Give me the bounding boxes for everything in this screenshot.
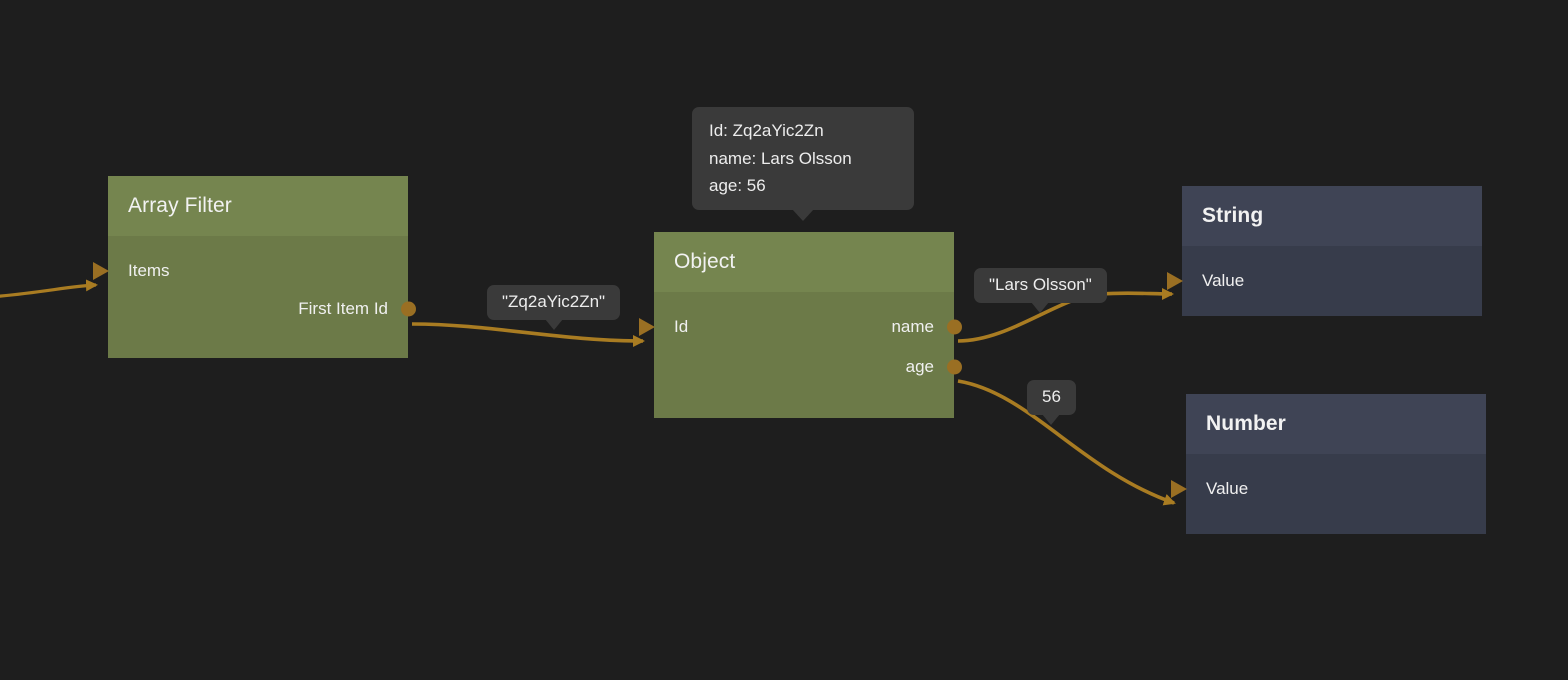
edge-incoming-items xyxy=(0,279,98,298)
node-number[interactable]: Number Value xyxy=(1171,394,1486,534)
input-port-icon[interactable] xyxy=(1167,272,1183,290)
node-array-filter[interactable]: Array Filter Items First Item Id xyxy=(93,176,416,358)
input-port-icon[interactable] xyxy=(1171,480,1187,498)
port-row-first-item-id[interactable]: First Item Id xyxy=(108,290,416,328)
node-title-object: Object xyxy=(654,232,954,292)
port-row-items[interactable]: Items xyxy=(93,252,408,290)
port-row-name[interactable]: name xyxy=(654,308,962,346)
port-label-first-item-id: First Item Id xyxy=(298,299,388,318)
port-row-age[interactable]: age xyxy=(654,348,962,386)
input-port-icon[interactable] xyxy=(93,262,109,280)
node-body-object: Id name age xyxy=(639,292,962,418)
port-label-id: Id xyxy=(674,317,689,336)
port-label-name: name xyxy=(891,317,934,336)
edge-label-name: "Lars Olsson" xyxy=(974,268,1107,303)
port-label-items: Items xyxy=(128,261,170,280)
port-label-age: age xyxy=(905,357,934,376)
port-label-value: Value xyxy=(1206,479,1249,498)
node-title-number: Number xyxy=(1186,394,1486,454)
node-object[interactable]: Object Id name age xyxy=(639,232,962,418)
port-label-value: Value xyxy=(1202,271,1245,290)
edge-firstitemid-id xyxy=(411,322,645,347)
output-port-icon[interactable] xyxy=(401,301,416,317)
node-title-string: String xyxy=(1182,186,1482,246)
port-row-value-number[interactable]: Value xyxy=(1171,470,1486,508)
output-port-icon[interactable] xyxy=(947,319,962,335)
node-body-array-filter: Items First Item Id xyxy=(93,236,416,358)
output-port-icon[interactable] xyxy=(947,359,962,375)
node-body-number: Value xyxy=(1171,454,1486,534)
edge-label-first-item-id: "Zq2aYic2Zn" xyxy=(487,285,621,320)
node-title-array-filter: Array Filter xyxy=(108,176,408,236)
node-body-string: Value xyxy=(1167,246,1482,316)
node-tooltip-object: Id: Zq2aYic2Zn name: Lars Olsson age: 56 xyxy=(692,107,914,210)
port-row-id[interactable]: Id xyxy=(639,308,954,346)
edge-label-age: 56 xyxy=(1027,380,1076,415)
input-port-icon[interactable] xyxy=(639,318,655,336)
node-string[interactable]: String Value xyxy=(1167,186,1482,316)
port-row-value-string[interactable]: Value xyxy=(1167,262,1482,300)
